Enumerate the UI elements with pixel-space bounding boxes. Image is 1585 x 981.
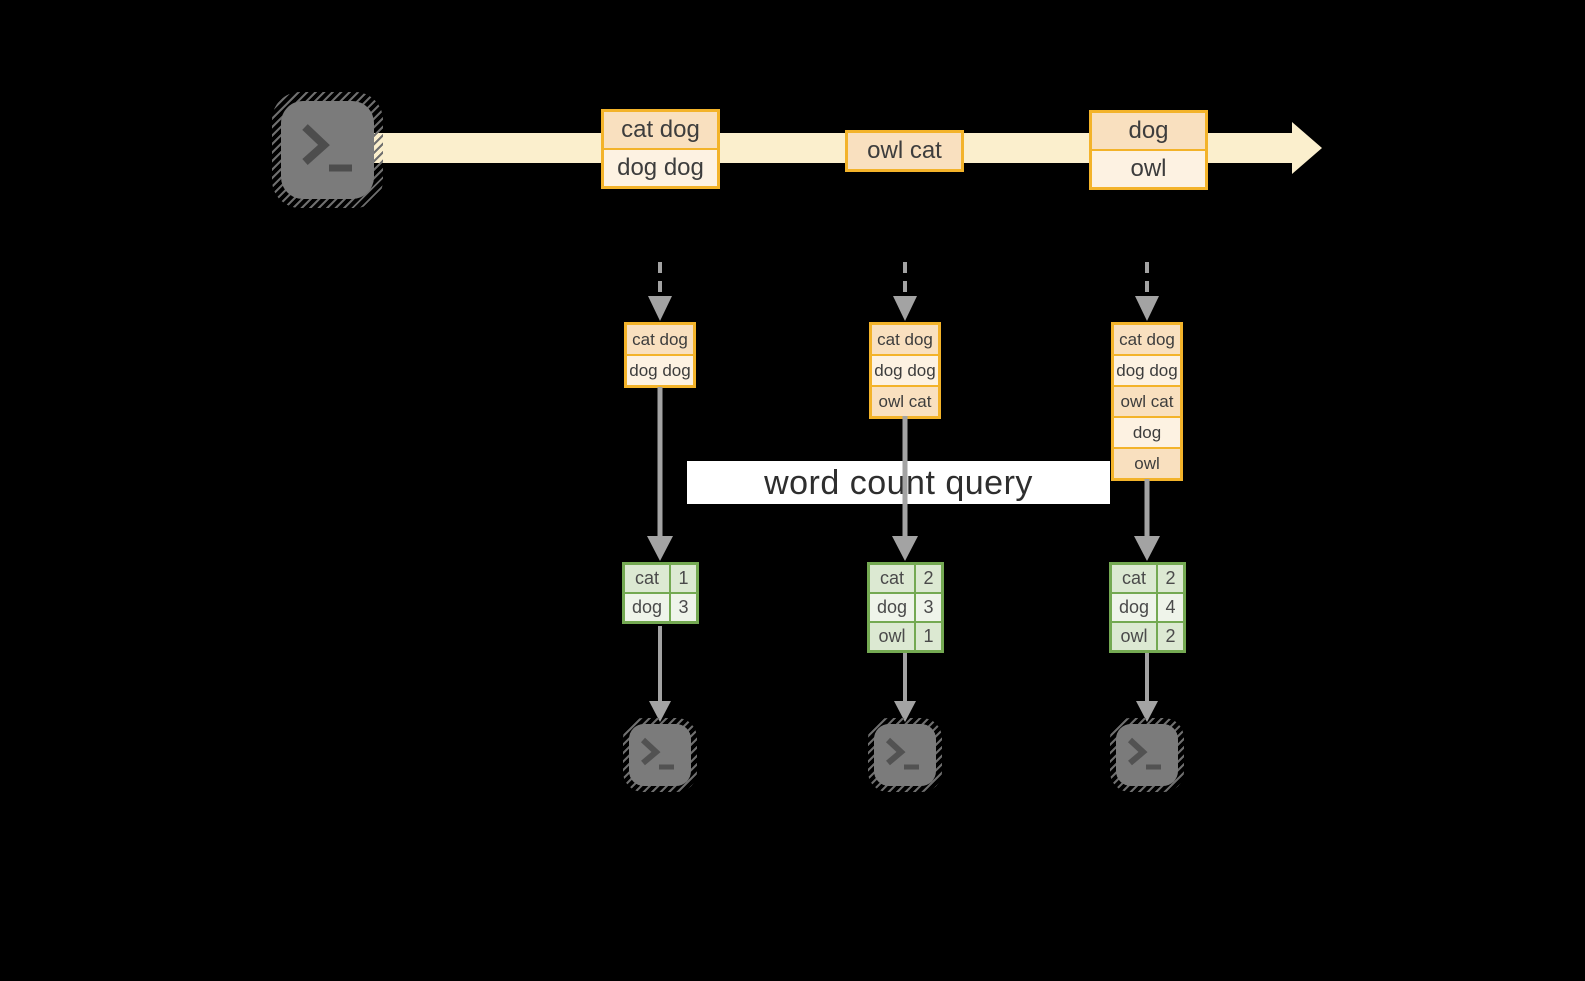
count-row: dog 3 bbox=[625, 592, 696, 621]
word-cell: cat bbox=[879, 568, 904, 588]
stream-item: cat dog bbox=[604, 112, 717, 148]
count-cell: 3 bbox=[914, 594, 941, 621]
query-arrow-1 bbox=[647, 387, 673, 561]
buffer-item: dog dog bbox=[627, 354, 693, 385]
output-arrow-1 bbox=[649, 626, 671, 722]
stream-item: owl bbox=[1092, 149, 1205, 187]
output-arrow-2 bbox=[894, 653, 916, 722]
count-row: cat 1 bbox=[625, 565, 696, 592]
output-arrow-3 bbox=[1136, 653, 1158, 722]
count-cell: 1 bbox=[914, 623, 941, 650]
source-terminal-icon bbox=[272, 92, 383, 208]
buffer-item: owl cat bbox=[1114, 385, 1180, 416]
buffer-item: dog dog bbox=[872, 354, 938, 385]
word-cell: dog bbox=[1118, 597, 1150, 617]
terminal-prompt-icon bbox=[640, 737, 674, 770]
stream-item: dog bbox=[1092, 113, 1205, 149]
count-row: owl 1 bbox=[870, 621, 941, 650]
output-terminal-icon-3 bbox=[1110, 718, 1184, 792]
buffer-box-1: cat dog dog dog bbox=[624, 322, 696, 388]
word-cell: owl bbox=[1120, 626, 1148, 646]
query-arrow-2 bbox=[892, 416, 918, 561]
stream-batch-2: owl cat bbox=[845, 130, 964, 172]
terminal-prompt-icon bbox=[302, 124, 352, 172]
stream-batch-3: dog owl bbox=[1089, 110, 1208, 190]
count-row: cat 2 bbox=[1112, 565, 1183, 592]
dashed-arrow-1 bbox=[648, 262, 672, 321]
buffer-item: dog dog bbox=[1114, 354, 1180, 385]
count-cell: 2 bbox=[1156, 565, 1183, 592]
stream-batch-1: cat dog dog dog bbox=[601, 109, 720, 189]
count-row: owl 2 bbox=[1112, 621, 1183, 650]
stream-item: owl cat bbox=[848, 133, 961, 169]
count-table-2: cat 2 dog 3 owl 1 bbox=[867, 562, 944, 653]
query-arrow-3 bbox=[1134, 479, 1160, 561]
buffer-item: cat dog bbox=[872, 325, 938, 354]
count-table-3: cat 2 dog 4 owl 2 bbox=[1109, 562, 1186, 653]
dashed-arrow-2 bbox=[893, 262, 917, 321]
count-table-1: cat 1 dog 3 bbox=[622, 562, 699, 624]
buffer-item: dog bbox=[1114, 416, 1180, 447]
buffer-item: owl cat bbox=[872, 385, 938, 416]
count-cell: 4 bbox=[1156, 594, 1183, 621]
word-cell: owl bbox=[878, 626, 906, 646]
word-cell: dog bbox=[876, 597, 908, 617]
buffer-item: cat dog bbox=[627, 325, 693, 354]
output-terminal-icon-2 bbox=[868, 718, 942, 792]
stream-arrowhead bbox=[1292, 122, 1322, 174]
buffer-box-3: cat dog dog dog owl cat dog owl bbox=[1111, 322, 1183, 481]
count-cell: 2 bbox=[914, 565, 941, 592]
dashed-arrow-3 bbox=[1135, 262, 1159, 321]
word-cell: cat bbox=[1121, 568, 1146, 588]
count-cell: 2 bbox=[1156, 623, 1183, 650]
count-cell: 1 bbox=[669, 565, 696, 592]
buffer-item: cat dog bbox=[1114, 325, 1180, 354]
terminal-prompt-icon bbox=[1127, 737, 1161, 770]
count-cell: 3 bbox=[669, 594, 696, 621]
buffer-item: owl bbox=[1114, 447, 1180, 478]
output-terminal-icon-1 bbox=[623, 718, 697, 792]
terminal-body bbox=[629, 724, 691, 786]
word-cell: cat bbox=[634, 568, 659, 588]
terminal-body bbox=[874, 724, 936, 786]
word-cell: dog bbox=[631, 597, 663, 617]
buffer-box-2: cat dog dog dog owl cat bbox=[869, 322, 941, 419]
stream-item: dog dog bbox=[604, 148, 717, 186]
query-label: word count query bbox=[687, 461, 1110, 504]
count-row: dog 3 bbox=[870, 592, 941, 621]
terminal-prompt-icon bbox=[885, 737, 919, 770]
terminal-body bbox=[281, 101, 374, 199]
count-row: cat 2 bbox=[870, 565, 941, 592]
terminal-body bbox=[1116, 724, 1178, 786]
count-row: dog 4 bbox=[1112, 592, 1183, 621]
